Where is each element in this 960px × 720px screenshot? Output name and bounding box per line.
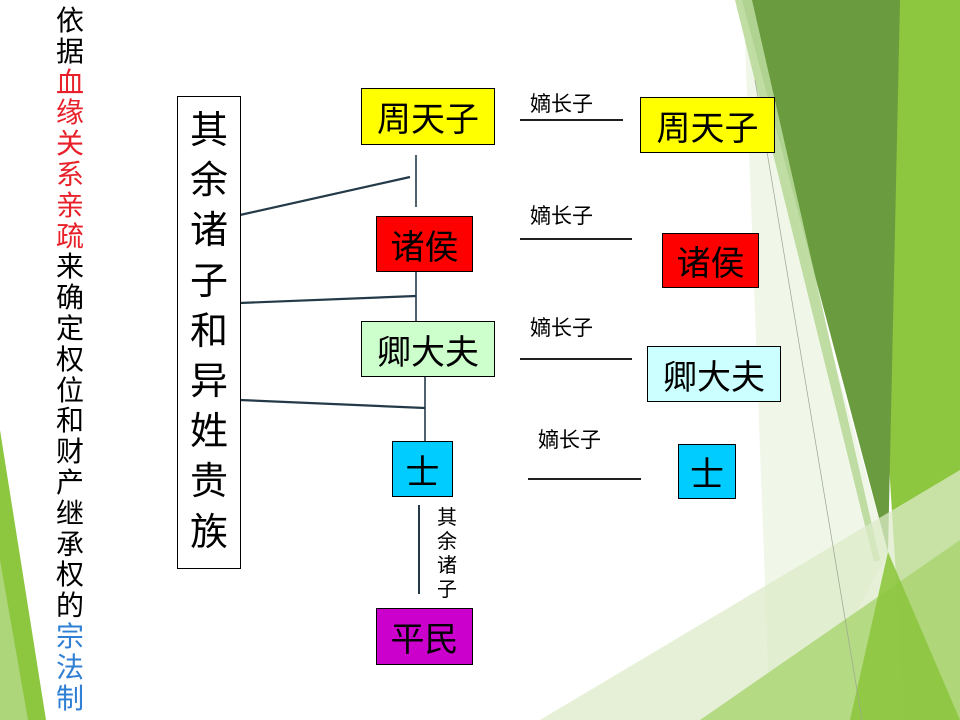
heir-box-king: 周天子: [640, 97, 775, 153]
caption-segment-kinship: 血缘关系亲疏: [56, 65, 85, 253]
heir-label-king: 周天子: [656, 108, 759, 149]
rank-box-ministers: 卿大夫: [361, 321, 495, 377]
rank-box-commoners: 平民: [376, 608, 473, 665]
rank-box-king: 周天子: [361, 88, 495, 145]
rank-box-shi: 士: [392, 441, 453, 497]
heir-label-ministers: 卿大夫: [663, 357, 765, 398]
rank-label-ministers: 卿大夫: [377, 332, 479, 373]
rank-box-dukes: 诸侯: [376, 216, 473, 272]
rank-label-king: 周天子: [377, 100, 479, 140]
bg-facet-bottom-bright: [850, 552, 960, 720]
heir-label-shi: 士: [690, 455, 724, 495]
rank-label-shi: 士: [405, 452, 440, 493]
side-caption: 依据血缘关系亲疏来确定权位和财产继承权的宗法制: [56, 4, 87, 715]
heir-label-dukes: 诸侯: [676, 244, 745, 284]
bg-thin-line: [754, 79, 863, 720]
caption-segment-purpose: 来确定权位和财产继承权的: [56, 250, 85, 623]
succession-label-shi: 嫡长子: [538, 428, 601, 452]
connector-nobles-to-king: [239, 175, 411, 217]
succession-label-dukes: 嫡长子: [530, 204, 593, 228]
succession-label-ministers: 嫡长子: [530, 316, 593, 340]
connector-nobles-to-dukes: [239, 294, 417, 305]
caption-segment-basis: 依据: [56, 4, 85, 68]
heir-box-ministers: 卿大夫: [647, 346, 781, 402]
rank-label-dukes: 诸侯: [390, 227, 459, 268]
connector-nobles-to-ministers: [239, 398, 426, 410]
nobles-box: 其余诸子和异姓贵族: [177, 96, 241, 569]
other-sons-label: 其余诸子: [437, 505, 457, 601]
heir-box-shi: 士: [678, 444, 736, 499]
heir-box-dukes: 诸侯: [662, 233, 759, 288]
nobles-box-label: 其余诸子和异姓贵族: [189, 108, 228, 554]
bg-triangle-left-bottom-pale: [0, 560, 28, 720]
succession-label-king: 嫡长子: [530, 92, 593, 116]
caption-segment-system: 宗法制: [56, 619, 85, 715]
rank-label-commoners: 平民: [390, 620, 459, 660]
